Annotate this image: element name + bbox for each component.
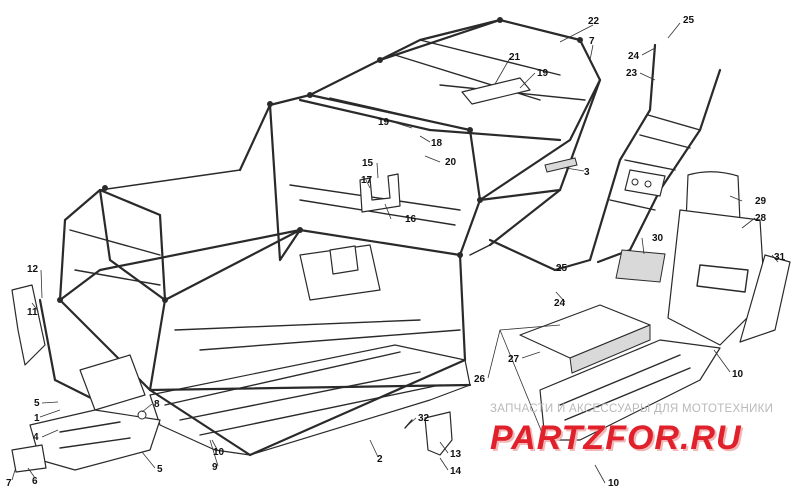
watermark-brand-ru: .RU bbox=[680, 419, 742, 457]
watermark-brand: PARTZFOR.RU bbox=[490, 419, 742, 457]
callout-31: 31 bbox=[774, 252, 786, 263]
callout-8: 8 bbox=[154, 399, 160, 410]
callout-10-bottom: 10 bbox=[608, 478, 620, 489]
callout-9: 9 bbox=[212, 462, 218, 473]
watermark-tagline: ЗАПЧАСТИ И АКСЕССУАРЫ ДЛЯ МОТОТЕХНИКИ bbox=[490, 403, 773, 415]
u-bracket-part bbox=[359, 173, 401, 213]
leader-lines bbox=[11, 22, 779, 484]
main-frame bbox=[38, 17, 602, 457]
callout-5-left: 5 bbox=[34, 398, 40, 409]
watermark-brand-for: FOR bbox=[605, 419, 680, 457]
callout-10-left: 10 bbox=[213, 447, 225, 458]
callout-12: 12 bbox=[27, 264, 39, 275]
callout-14: 14 bbox=[450, 466, 462, 477]
watermark-brand-partz: PARTZ bbox=[490, 419, 605, 457]
callout-18: 18 bbox=[431, 138, 443, 149]
callout-23: 23 bbox=[626, 68, 638, 79]
callout-15: 15 bbox=[362, 158, 374, 169]
cargo-bracket-part bbox=[461, 77, 531, 105]
callout-19-mid: 19 bbox=[378, 117, 390, 128]
callout-13: 13 bbox=[450, 449, 462, 460]
callout-20: 20 bbox=[445, 157, 457, 168]
callout-labels: 22 7 25 24 23 21 19 19 18 20 15 17 16 3 … bbox=[6, 15, 786, 489]
seat-components bbox=[519, 171, 791, 441]
callout-7-bottom: 7 bbox=[6, 478, 12, 489]
callout-29: 29 bbox=[755, 196, 767, 207]
callout-27: 27 bbox=[508, 354, 520, 365]
callout-25-top: 25 bbox=[683, 15, 695, 26]
callout-2: 2 bbox=[377, 454, 383, 465]
callout-4: 4 bbox=[33, 432, 39, 443]
callout-6: 6 bbox=[32, 476, 38, 487]
callout-32: 32 bbox=[418, 413, 430, 424]
callout-26: 26 bbox=[474, 374, 486, 385]
callout-10-right: 10 bbox=[732, 369, 744, 380]
callout-11: 11 bbox=[27, 307, 38, 318]
callout-17: 17 bbox=[361, 175, 373, 186]
callout-30: 30 bbox=[652, 233, 664, 244]
plate-part bbox=[544, 157, 578, 173]
callout-24-bottom: 24 bbox=[554, 298, 566, 309]
front-left-parts bbox=[11, 284, 453, 473]
callout-1: 1 bbox=[34, 413, 40, 424]
callout-5-bottom: 5 bbox=[157, 464, 163, 475]
callout-25-bottom: 25 bbox=[556, 263, 568, 274]
callout-22: 22 bbox=[588, 16, 600, 27]
callout-3: 3 bbox=[584, 167, 590, 178]
callout-16: 16 bbox=[405, 214, 417, 225]
callout-7-top: 7 bbox=[589, 36, 595, 47]
callout-21: 21 bbox=[509, 52, 521, 63]
callout-19-top: 19 bbox=[537, 68, 549, 79]
watermark: ЗАПЧАСТИ И АКСЕССУАРЫ ДЛЯ МОТОТЕХНИКИ PA… bbox=[490, 403, 773, 459]
watermark-brand-shadow: PARTZFOR.RU bbox=[492, 421, 744, 459]
callout-28: 28 bbox=[755, 213, 767, 224]
callout-24-top: 24 bbox=[628, 51, 640, 62]
seat-rail-assembly bbox=[488, 43, 722, 272]
